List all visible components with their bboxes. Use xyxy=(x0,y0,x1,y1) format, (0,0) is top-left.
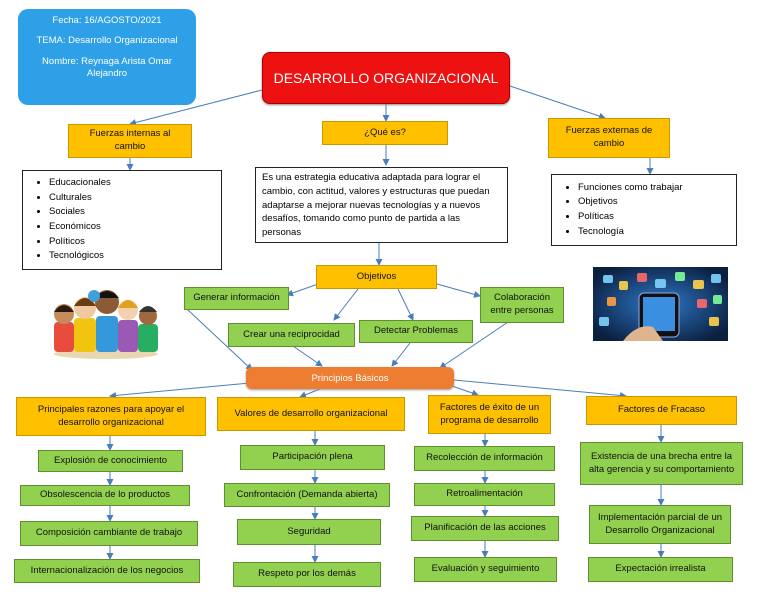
list-item: Sociales xyxy=(49,205,111,220)
fuerzas-externas-header: Fuerzas externas de cambio xyxy=(548,118,670,158)
list-item: Culturales xyxy=(49,191,111,206)
list-item: Políticas xyxy=(578,210,683,225)
objetivo-generar-informacion: Generar información xyxy=(184,287,289,310)
que-es-definition: Es una estrategia educativa adaptada par… xyxy=(255,167,508,243)
list-item: Funciones como trabajar xyxy=(578,181,683,196)
objetivo-crear-reciprocidad: Crear una reciprocidad xyxy=(228,323,355,347)
fuerzas-internas-header: Fuerzas internas al cambio xyxy=(68,124,192,158)
exito-item: Planificación de las acciones xyxy=(411,516,559,541)
valor-item: Respeto por los demás xyxy=(233,562,381,587)
technology-illustration xyxy=(593,267,728,341)
razon-item: Internacionalización de los negocios xyxy=(14,559,200,583)
fracaso-item: Implementación parcial de un Desarrollo … xyxy=(589,505,731,544)
fecha-label: Fecha: 16/AGOSTO/2021 xyxy=(52,15,162,26)
razon-item: Obsolescencia de lo productos xyxy=(20,485,190,506)
main-title: DESARROLLO ORGANIZACIONAL xyxy=(262,52,510,104)
objetivo-colaboracion: Colaboración entre personas xyxy=(480,287,564,323)
tema-label: TEMA: Desarrollo Organizacional xyxy=(36,35,178,47)
people-illustration xyxy=(54,290,158,359)
principios-basicos: Principios Básicos xyxy=(246,367,454,389)
valor-item: Seguridad xyxy=(237,519,381,545)
objetivos-header: Objetivos xyxy=(316,265,437,289)
razon-item: Composición cambiante de trabajo xyxy=(20,521,198,546)
header-info-box: Fecha: 16/AGOSTO/2021 TEMA: Desarrollo O… xyxy=(18,9,196,105)
fuerzas-externas-list: Funciones como trabajar Objetivos Políti… xyxy=(551,174,737,246)
list-item: Educacionales xyxy=(49,176,111,191)
list-item: Objetivos xyxy=(578,195,683,210)
list-item: Tecnológicos xyxy=(49,249,111,264)
exito-item: Evaluación y seguimiento xyxy=(414,557,557,582)
list-item: Políticos xyxy=(49,235,111,250)
objetivo-detectar-problemas: Detectar Problemas xyxy=(359,320,473,343)
column-header-factores-exito: Factores de éxito de un programa de desa… xyxy=(428,395,551,434)
column-header-razones: Principales razones para apoyar el desar… xyxy=(16,397,206,436)
list-item: Tecnología xyxy=(578,225,683,240)
fracaso-item: Existencia de una brecha entre la alta g… xyxy=(580,442,743,485)
fuerzas-internas-list: Educacionales Culturales Sociales Económ… xyxy=(22,170,222,270)
valor-item: Participación plena xyxy=(240,445,385,470)
exito-item: Recolección de información xyxy=(414,446,555,471)
list-item: Económicos xyxy=(49,220,111,235)
column-header-factores-fracaso: Factores de Fracaso xyxy=(586,396,737,425)
que-es-header: ¿Qué es? xyxy=(322,121,448,145)
fracaso-item: Expectación irrealista xyxy=(588,557,733,582)
column-header-valores: Valores de desarrollo organizacional xyxy=(217,397,405,431)
nombre-label: Nombre: Reynaga Arista Omar Alejandro xyxy=(42,55,172,80)
exito-item: Retroalimentación xyxy=(414,483,555,506)
razon-item: Explosión de conocimiento xyxy=(38,450,183,472)
valor-item: Confrontación (Demanda abierta) xyxy=(224,483,390,507)
